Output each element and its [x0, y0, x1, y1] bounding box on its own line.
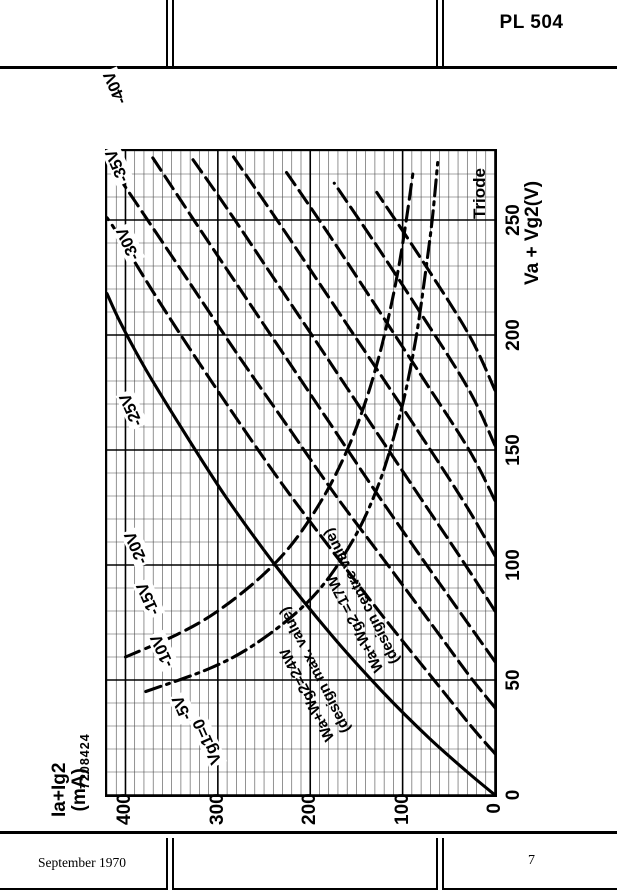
footer-cell-middle [172, 838, 438, 890]
dissipation-curve-24w [123, 172, 415, 659]
anode-characteristics-chart: 7208424 Triode Va + Vg2(V) Ia+Ig2 (mA) 0… [0, 66, 617, 825]
plot-svg [107, 151, 495, 795]
x-tick-150: 150 [503, 434, 524, 466]
curve--35V [332, 181, 495, 447]
curve--10V [107, 160, 495, 710]
curve--20V [188, 154, 495, 613]
triode-mode-label: Triode [470, 167, 489, 219]
y-tick-300: 300 [206, 793, 228, 825]
curve--30V [282, 167, 495, 503]
header-cell-middle [172, 0, 438, 68]
x-tick-250: 250 [503, 204, 524, 236]
footer-rule [0, 831, 617, 834]
x-tick-0: 0 [503, 789, 524, 801]
y-tick-100: 100 [391, 793, 413, 825]
curve--25V [231, 154, 495, 558]
curve-label--40V: -40V [99, 66, 133, 109]
curve--5V [107, 216, 495, 756]
part-number-title: PL 504 [499, 12, 564, 33]
chart-rotated-canvas: 7208424 Triode Va + Vg2(V) Ia+Ig2 (mA) 0… [0, 66, 617, 825]
x-axis-title: Va + Vg2(V) [522, 180, 543, 285]
plot-area [105, 149, 497, 797]
header-rule [0, 66, 617, 69]
x-tick-100: 100 [503, 549, 524, 581]
curve--40V [375, 190, 495, 392]
dissipation-curve-17w [144, 160, 440, 694]
x-tick-200: 200 [503, 319, 524, 351]
x-tick-50: 50 [503, 669, 524, 691]
y-axis-title: Ia+Ig2 (mA) [49, 762, 90, 817]
curve--15V [149, 154, 495, 664]
footer-page-number: 7 [528, 853, 535, 868]
y-tick-400: 400 [114, 793, 136, 825]
header-cell-right [442, 0, 617, 68]
y-tick-200: 200 [299, 793, 321, 825]
y-tick-0: 0 [484, 803, 505, 814]
footer-date: September 1970 [37, 855, 127, 870]
header-cell-left [0, 0, 168, 68]
y-axis-title-line2: (mA) [68, 768, 90, 812]
y-axis-title-line1: Ia+Ig2 [49, 762, 70, 817]
